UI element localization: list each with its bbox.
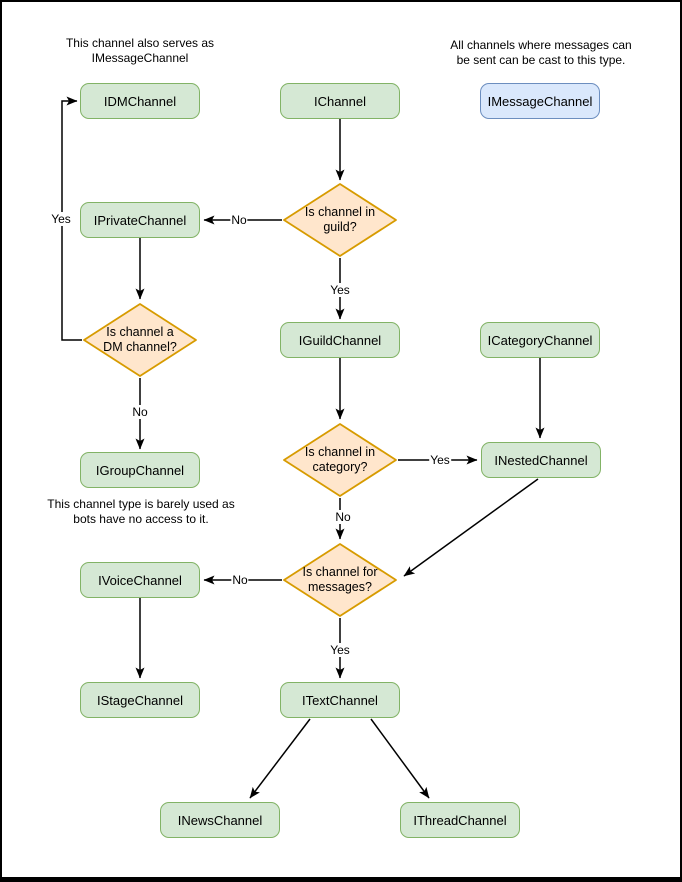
node-iguildchannel: IGuildChannel bbox=[280, 322, 400, 358]
node-imessagechannel: IMessageChannel bbox=[480, 83, 600, 119]
diamond-shape bbox=[283, 543, 397, 617]
decision-label: Is channel in guild? bbox=[304, 205, 376, 234]
node-itextchannel: ITextChannel bbox=[280, 682, 400, 718]
edge-label-messages-no: No bbox=[231, 573, 249, 587]
decision-label: Is channel a DM channel? bbox=[103, 325, 177, 354]
node-ithreadchannel: IThreadChannel bbox=[400, 802, 520, 838]
node-inewschannel: INewsChannel bbox=[160, 802, 280, 838]
node-icategorychannel: ICategoryChannel bbox=[480, 322, 600, 358]
node-iprivatechannel: IPrivateChannel bbox=[80, 202, 200, 238]
node-igroupchannel: IGroupChannel bbox=[80, 452, 200, 488]
edge-label-messages-yes: Yes bbox=[329, 643, 351, 657]
decision-is-channel-in-category: Is channel in category? bbox=[283, 423, 397, 497]
note-message-channel: All channels where messages can be sent … bbox=[450, 38, 632, 67]
node-istagechannel: IStageChannel bbox=[80, 682, 200, 718]
decision-is-channel-in-guild: Is channel in guild? bbox=[283, 183, 397, 257]
decision-label: Is channel in category? bbox=[304, 445, 376, 474]
edge-label-dm-no: No bbox=[131, 405, 149, 419]
edge-label-guild-yes: Yes bbox=[329, 283, 351, 297]
node-ichannel: IChannel bbox=[280, 83, 400, 119]
edge-label-guild-no: No bbox=[230, 213, 248, 227]
node-idmchannel: IDMChannel bbox=[80, 83, 200, 119]
node-inestedchannel: INestedChannel bbox=[481, 442, 601, 478]
diamond-shape bbox=[283, 183, 397, 257]
diamond-shape bbox=[83, 303, 197, 377]
note-group-channel: This channel type is barely used as bots… bbox=[47, 497, 235, 526]
edge-label-dm-yes: Yes bbox=[50, 212, 72, 226]
decision-label: Is channel for messages? bbox=[302, 565, 378, 594]
edge-label-category-no: No bbox=[334, 510, 352, 524]
edge-label-category-yes: Yes bbox=[429, 453, 451, 467]
decision-is-channel-for-messages: Is channel for messages? bbox=[283, 543, 397, 617]
decision-is-channel-a-dm: Is channel a DM channel? bbox=[83, 303, 197, 377]
node-ivoicechannel: IVoiceChannel bbox=[80, 562, 200, 598]
note-dm-channel: This channel also serves as IMessageChan… bbox=[65, 36, 215, 65]
diamond-shape bbox=[283, 423, 397, 497]
